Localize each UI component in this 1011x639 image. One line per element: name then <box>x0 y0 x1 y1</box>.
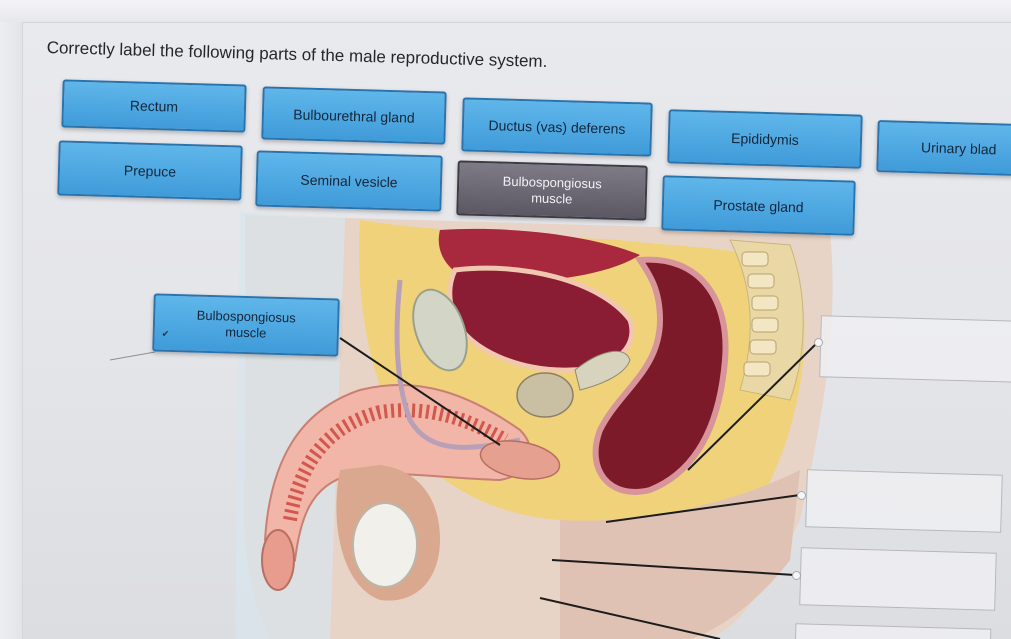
placed-marker-icon: ✔ <box>161 328 170 339</box>
label-seminal-vesicle[interactable]: Seminal vesicle <box>255 150 443 212</box>
label-ductus-deferens-text: Ductus (vas) deferens <box>488 117 626 137</box>
corpus-cavernosum <box>283 403 509 522</box>
placed-label-text: Bulbospongiosus muscle <box>196 307 296 341</box>
left-band <box>0 22 23 639</box>
drop-zone-2[interactable] <box>805 469 1003 533</box>
label-ductus-deferens[interactable]: Ductus (vas) deferens <box>461 97 653 157</box>
buttock <box>560 470 800 639</box>
label-prepuce-text: Prepuce <box>123 161 177 180</box>
label-bulbourethral-gland[interactable]: Bulbourethral gland <box>261 86 447 145</box>
glans <box>261 529 295 591</box>
testis <box>352 502 418 588</box>
vertebrae <box>741 251 779 377</box>
leader-line-bulbospongiosus <box>339 337 501 446</box>
leader-line-right-1 <box>687 341 819 471</box>
leader-line-right-3 <box>551 559 796 576</box>
label-rectum[interactable]: Rectum <box>61 79 247 133</box>
connector-dot-1 <box>814 338 823 347</box>
label-epididymis[interactable]: Epididymis <box>667 109 863 169</box>
urethra <box>394 279 521 450</box>
label-urinary-bladder-text: Urinary blad <box>920 139 997 158</box>
label-prostate-gland[interactable]: Prostate gland <box>661 175 856 236</box>
label-prostate-gland-text: Prostate gland <box>713 196 804 215</box>
label-prepuce[interactable]: Prepuce <box>57 140 243 201</box>
connector-dot-3 <box>792 571 801 580</box>
label-urinary-bladder[interactable]: Urinary blad <box>876 120 1011 176</box>
prostate-gland <box>516 372 574 418</box>
label-rectum-text: Rectum <box>129 97 179 115</box>
label-seminal-vesicle-text: Seminal vesicle <box>300 171 398 191</box>
connector-dot-2 <box>797 491 806 500</box>
bulb-of-penis <box>479 440 561 480</box>
placed-label-bulbospongiosus[interactable]: ✔ Bulbospongiosus muscle <box>152 293 340 357</box>
seminal-vesicle <box>574 350 631 391</box>
label-bulbospongiosus-bank-text: Bulbospongiosus muscle <box>502 173 602 207</box>
leader-line-right-4 <box>539 597 721 639</box>
drop-zone-3[interactable] <box>799 547 997 611</box>
top-band <box>0 0 1011 23</box>
label-bulbospongiosus-bank[interactable]: Bulbospongiosus muscle <box>456 160 648 221</box>
leader-line-right-2 <box>605 494 801 523</box>
drop-zone-1[interactable] <box>819 315 1011 383</box>
leader-lines <box>109 337 819 639</box>
rectum <box>592 256 729 495</box>
label-epididymis-text: Epididymis <box>730 130 800 148</box>
label-bulbourethral-gland-text: Bulbourethral gland <box>293 105 415 126</box>
leader-line-left <box>109 351 156 361</box>
pubic-symphysis <box>412 288 468 372</box>
